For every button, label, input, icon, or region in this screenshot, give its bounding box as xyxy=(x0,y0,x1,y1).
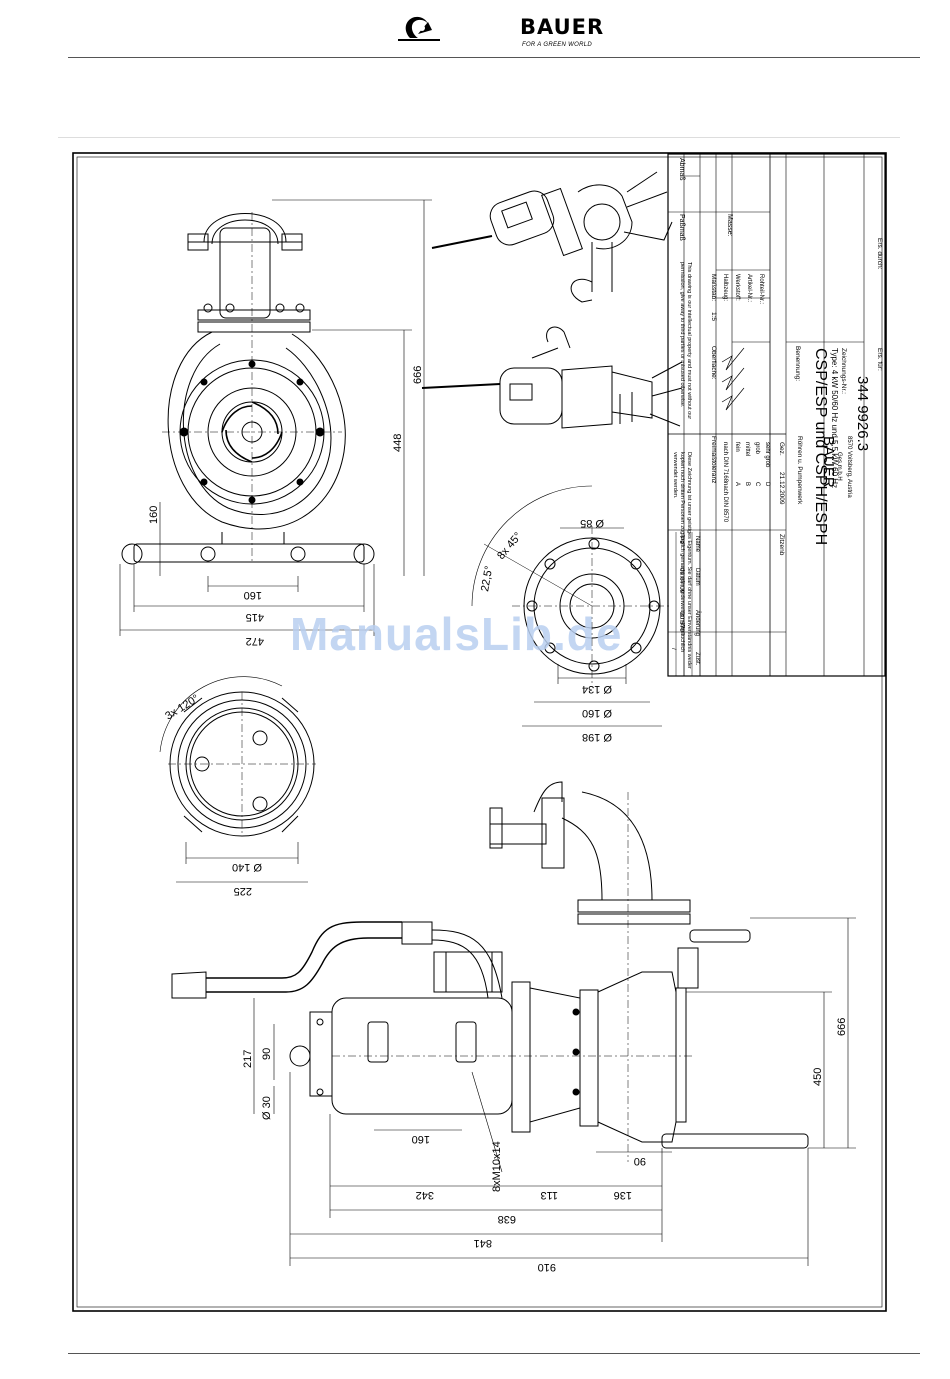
tol-letter-c: C xyxy=(754,482,760,487)
dim-side-638: 638 xyxy=(498,1213,516,1225)
pump-side-view xyxy=(171,781,809,1162)
dim-flange-22-5: 22,5° xyxy=(479,565,495,593)
dim-front-160-vertical: 160 xyxy=(148,506,160,524)
label-masse: Masse: xyxy=(726,214,733,237)
tol-grade-sehr-grob: sehr grob xyxy=(764,442,770,468)
company-logo: BAUER xyxy=(820,436,837,488)
dim-front-448: 448 xyxy=(392,434,404,452)
drawing-number: 344 9926.3 xyxy=(854,376,871,451)
company-sub: Ges.m.b.H xyxy=(836,452,842,481)
dim-side-8xm10x14: 8xM10x14 xyxy=(491,1141,503,1192)
label-din8570: nach DIN 8570 xyxy=(722,482,728,523)
dim-front-666: 666 xyxy=(412,366,424,384)
pump-iso-view-bottom xyxy=(421,326,683,429)
dim-side-910: 910 xyxy=(538,1261,556,1273)
gez-name: Zitzenb xyxy=(778,534,785,556)
label-zeichnungsnr: Zeichnungs-Nr.: xyxy=(840,348,847,394)
company-name: Röhren u. Pumpenwerk xyxy=(796,436,803,505)
dim-side-841: 841 xyxy=(474,1237,492,1249)
tol-grade-mittel: mittel xyxy=(744,442,750,456)
flange-view xyxy=(471,485,672,686)
title-block: Abmaß Paßmaß Masse: Maßstab: 1:5 Halbzeu… xyxy=(667,153,886,677)
tol-letter-d: D xyxy=(764,482,770,487)
label-artikel: Artikel-Nr.: xyxy=(746,274,752,302)
label-passmass: Paßmaß xyxy=(678,214,685,241)
revision-date: 09.07.09 xyxy=(678,568,685,594)
label-aenderung: Änderung xyxy=(694,610,701,636)
label-rohteil: Rohteil-Nr.: xyxy=(758,274,764,304)
company-address: 8570 Voitsberg, Austria xyxy=(846,436,852,498)
label-massstab: Maßstab: xyxy=(710,274,717,301)
label-name: Name xyxy=(694,536,700,553)
pump-front-view xyxy=(121,212,375,565)
pump-iso-view-top xyxy=(431,171,673,303)
technical-drawing: Abmaß Paßmaß Masse: Maßstab: 1:5 Halbzeu… xyxy=(72,152,887,1312)
dim-flange-8x45: 8x 45° xyxy=(495,530,524,562)
bauer-logo-icon xyxy=(398,16,440,41)
dim-front-160: 160 xyxy=(244,589,262,601)
tol-grade-fein: fein xyxy=(734,442,740,452)
brand-tagline: FOR A GREEN WORLD xyxy=(522,42,592,48)
dim-suction-140: Ø 140 xyxy=(232,861,262,873)
label-zust: Zust. xyxy=(694,652,700,666)
dim-side-217: 217 xyxy=(242,1050,254,1068)
watermark: ManualsLib.de xyxy=(290,608,623,660)
label-ers-fuer: Ers. für: xyxy=(876,348,883,371)
type-line: Type: 4 kW 50/60 Hz und 5,5 kW 60 Hz xyxy=(830,348,839,488)
dim-side-160: 160 xyxy=(412,1133,430,1145)
label-datum: Datum xyxy=(694,568,700,586)
revision-index: / xyxy=(670,648,677,650)
drawing-title: CSP/ESP und CSPH/ESPH xyxy=(812,348,829,545)
tol-letter-b: B xyxy=(744,482,750,486)
gez-date: 21.12.2009 xyxy=(778,472,785,505)
revision-name: Pe xyxy=(678,536,685,544)
label-din7168: nach DIN 7168 xyxy=(722,442,728,483)
revision-number: 20.570 xyxy=(678,612,685,632)
dim-front-472: 472 xyxy=(246,635,264,647)
dim-flange-160: Ø 160 xyxy=(582,707,612,719)
dim-suction-225: 225 xyxy=(234,885,252,897)
dim-side-450: 450 xyxy=(812,1068,824,1086)
dim-flange-85: Ø 85 xyxy=(580,517,604,529)
label-freimass: Freimaßtoleranz xyxy=(710,436,717,483)
dim-flange-198: Ø 198 xyxy=(582,731,612,743)
tol-letter-a: A xyxy=(734,482,740,486)
header-rule xyxy=(68,57,920,58)
dim-front-415: 415 xyxy=(246,611,264,623)
page-header: BAUER FOR A GREEN WORLD xyxy=(0,0,950,62)
brand-name: BAUER xyxy=(520,15,605,39)
dim-side-90-vertical: 90 xyxy=(261,1048,273,1060)
surface-symbol-icon xyxy=(721,347,745,411)
dim-side-30: Ø 30 xyxy=(261,1096,273,1120)
label-gez: Gez. xyxy=(778,442,785,456)
dim-side-136: 136 xyxy=(614,1189,632,1201)
dim-side-90: 90 xyxy=(634,1155,646,1167)
dim-flange-134: Ø 134 xyxy=(582,683,612,695)
label-abmass: Abmaß xyxy=(678,158,685,181)
notice-de: Diese Zeichnung ist unser geistiges Eige… xyxy=(672,452,692,669)
suction-view xyxy=(159,676,316,837)
dim-side-342: 342 xyxy=(416,1189,434,1201)
divider xyxy=(58,137,900,138)
footer-rule xyxy=(68,1353,920,1354)
scale-value: 1:5 xyxy=(710,312,717,321)
label-oberflaeche: Oberfläche: xyxy=(710,346,717,380)
notice-en: This drawing is our intellectual propert… xyxy=(679,262,692,419)
dim-side-113: 113 xyxy=(540,1189,558,1201)
label-halbzeug: Halbzeug: xyxy=(722,274,728,301)
label-benennung: Benennung: xyxy=(794,346,801,381)
tol-grade-grob: grob xyxy=(754,442,760,455)
label-ers-durch: Ers. durch: xyxy=(876,238,883,270)
label-werkstoff: Werkstoff: xyxy=(734,274,740,301)
dim-suction-3x120: 3x 120° xyxy=(163,693,201,723)
dim-side-666: 666 xyxy=(836,1018,848,1036)
